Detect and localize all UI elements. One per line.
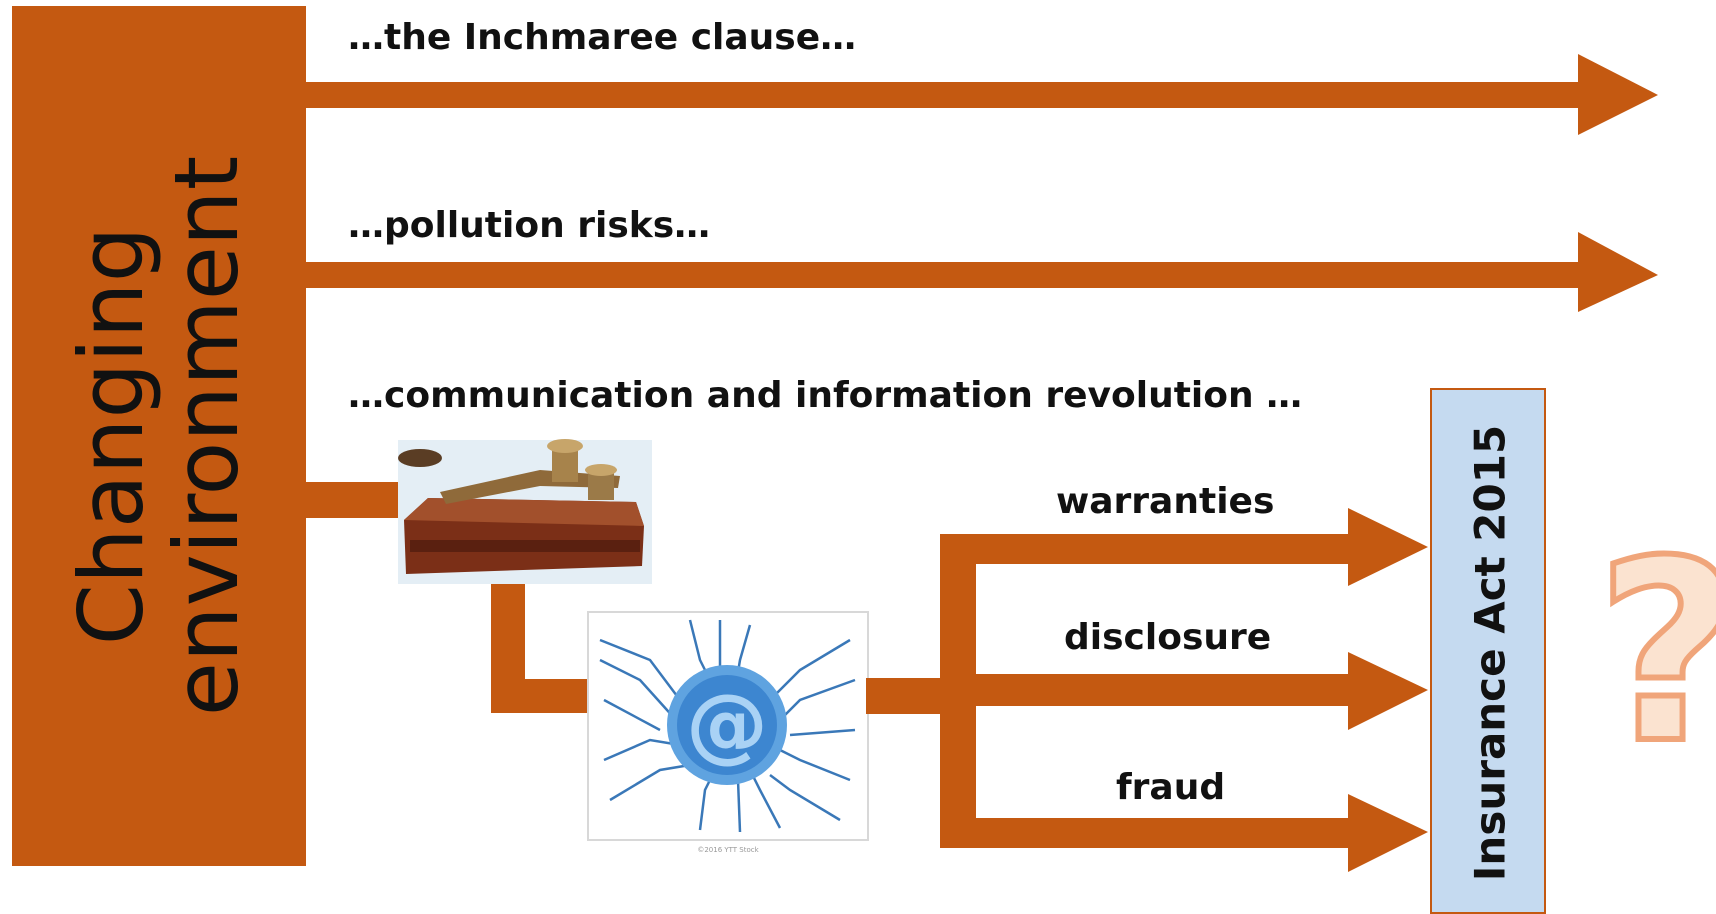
arrow-pollution-shaft: [300, 262, 1582, 288]
arrow-warranties-head: [1348, 508, 1428, 586]
arrow-disclosure-head: [1348, 652, 1428, 730]
arrow-warranties-shaft: [940, 534, 1352, 564]
insurance-act-label: Insurance Act 2015: [1465, 424, 1515, 882]
label-fraud: fraud: [1116, 767, 1226, 808]
image-caption: ©2016 YTT Stock: [697, 846, 759, 854]
connector-network-to-trunk: [866, 678, 946, 714]
arrow-disclosure-shaft: [940, 674, 1352, 706]
insurance-act-box: Insurance Act 2015: [1430, 388, 1546, 914]
connector-block-to-telegraph: [300, 482, 404, 518]
arrow-pollution-head: [1578, 232, 1658, 312]
svg-text:@: @: [686, 677, 768, 772]
arrow-fraud-head: [1348, 794, 1428, 872]
label-inchmaree: …the Inchmaree clause…: [348, 17, 857, 58]
changing-environment-title: Changing environment: [12, 6, 306, 866]
telegraph-key-image: [398, 439, 652, 584]
label-pollution: …pollution risks…: [348, 205, 711, 246]
title-line-1: Changing: [59, 226, 163, 646]
label-warranties: warranties: [1056, 481, 1275, 522]
label-communication: …communication and information revolutio…: [348, 375, 1303, 416]
question-mark-icon: ?: [1593, 525, 1716, 781]
arrow-inchmaree-head: [1578, 54, 1658, 135]
title-line-2: environment: [155, 155, 258, 717]
connector-telegraph-to-network: [491, 584, 590, 713]
changing-environment-block: [12, 6, 306, 866]
arrow-fraud-shaft: [940, 818, 1352, 848]
label-disclosure: disclosure: [1064, 617, 1272, 658]
arrow-inchmaree-shaft: [300, 82, 1582, 108]
network-at-sign-image: @ ©2016 YTT Stock: [587, 611, 869, 854]
